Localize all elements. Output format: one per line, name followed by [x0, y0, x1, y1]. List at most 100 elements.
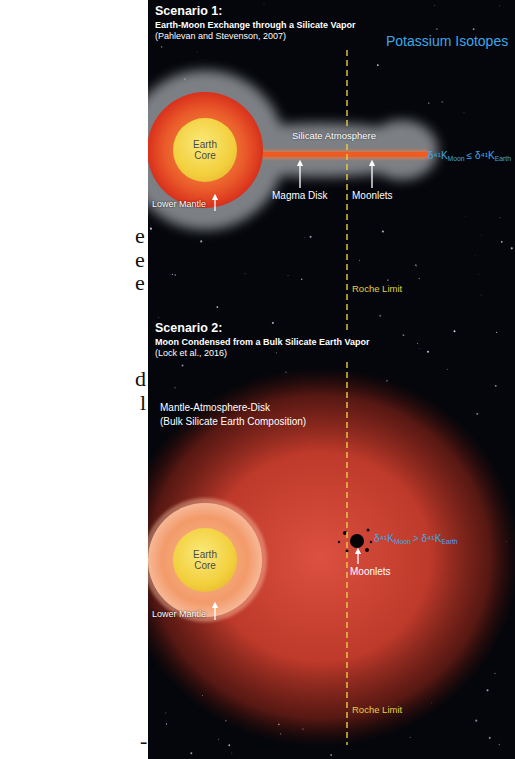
part-label: Magma Disk [272, 190, 328, 202]
part-label: Lower Mantle [152, 199, 206, 209]
star [272, 322, 274, 324]
star [496, 332, 497, 333]
page-text-fragment: e [135, 223, 145, 248]
isotope-symbol: δ⁴¹K [374, 533, 394, 544]
magma-disk-glow [262, 150, 428, 159]
star [410, 737, 411, 738]
star [428, 102, 429, 103]
pointer-arrow [357, 551, 358, 564]
citation: (Lock et al., 2016) [155, 348, 227, 358]
star [172, 274, 173, 275]
region-label: (Bulk Silicate Earth Composition) [160, 416, 306, 428]
isotope-subscript: Moon [448, 155, 465, 162]
star [218, 739, 219, 740]
star [276, 352, 277, 353]
star [309, 236, 311, 238]
isotope-relation: > δ⁴¹K [413, 533, 441, 544]
node-text: Earth Core [185, 549, 225, 571]
star [196, 51, 198, 53]
isotope-expression: δ⁴¹KMoon≤ δ⁴¹KEarth [428, 150, 511, 162]
pointer-arrow [371, 163, 372, 188]
star [417, 343, 418, 344]
vapor-structure-glow [148, 367, 515, 747]
page-text-fragment: - [140, 728, 147, 753]
star [511, 247, 513, 249]
star [287, 274, 289, 276]
star [486, 689, 488, 691]
star [330, 754, 332, 756]
star [447, 369, 448, 370]
star [473, 28, 475, 30]
earth-glow [148, 498, 267, 622]
page-text-fragment: e [135, 270, 145, 295]
star [475, 720, 477, 722]
earth-mantle-circle [148, 503, 262, 617]
scenario-subtitle: Moon Condensed from a Bulk Silicate Eart… [155, 337, 370, 347]
star [182, 365, 184, 367]
boundary-label: Roche Limit [352, 284, 402, 295]
page-text-fragment: e [135, 247, 145, 272]
boundary-label: Roche Limit [352, 705, 402, 716]
star [403, 334, 405, 336]
isotope-subscript: Earth [441, 538, 457, 545]
star [465, 215, 467, 217]
moonlets-cluster [338, 529, 372, 553]
star [480, 294, 482, 296]
scenario-heading: Scenario 1: [155, 4, 222, 18]
star [499, 217, 501, 219]
node-text: Earth Core [185, 139, 225, 161]
pointer-arrow [299, 163, 300, 188]
star [166, 723, 167, 724]
scenario-subtitle: Earth-Moon Exchange through a Silicate V… [155, 20, 356, 30]
star [244, 273, 246, 275]
star [263, 4, 265, 6]
star [200, 240, 202, 242]
pointer-arrow [214, 197, 215, 211]
earth-core-circle: Earth Core [173, 118, 237, 182]
part-label: Lower Mantle [152, 609, 206, 619]
magma-disk [262, 152, 428, 157]
star [161, 46, 162, 47]
star [387, 279, 389, 281]
star [382, 231, 384, 233]
star [419, 348, 421, 350]
star [494, 673, 495, 674]
star [495, 385, 497, 387]
isotope-relation: ≤ δ⁴¹K [467, 150, 495, 161]
star [499, 5, 501, 7]
star [474, 254, 476, 256]
isotope-subscript: Earth [495, 155, 511, 162]
star [303, 236, 305, 238]
star [454, 330, 456, 332]
earth-mantle-circle [148, 92, 263, 208]
star [216, 306, 218, 308]
figure-title: Potassium Isotopes [386, 33, 508, 49]
star [174, 274, 176, 276]
star [379, 315, 381, 317]
star [499, 744, 500, 745]
star [228, 744, 230, 746]
star [377, 64, 379, 66]
star [434, 4, 436, 6]
star [481, 235, 483, 237]
part-label: Moonlets [350, 566, 391, 578]
star [419, 278, 420, 279]
star [476, 413, 478, 415]
star [427, 351, 429, 353]
star [463, 112, 465, 114]
star [301, 278, 302, 279]
scenario-heading: Scenario 2: [155, 321, 222, 335]
pointer-arrow [214, 605, 215, 620]
star [231, 752, 233, 754]
citation: (Pahlevan and Stevenson, 2007) [155, 31, 286, 41]
star [489, 737, 491, 739]
star [441, 101, 443, 103]
scenario-2-art [148, 367, 515, 747]
page-text-fragment: d [135, 366, 146, 391]
isotope-expression: δ⁴¹KMoon> δ⁴¹KEarth [374, 533, 458, 545]
star [165, 712, 167, 714]
isotope-subscript: Moon [394, 538, 411, 545]
scenario-1-art [148, 70, 438, 230]
